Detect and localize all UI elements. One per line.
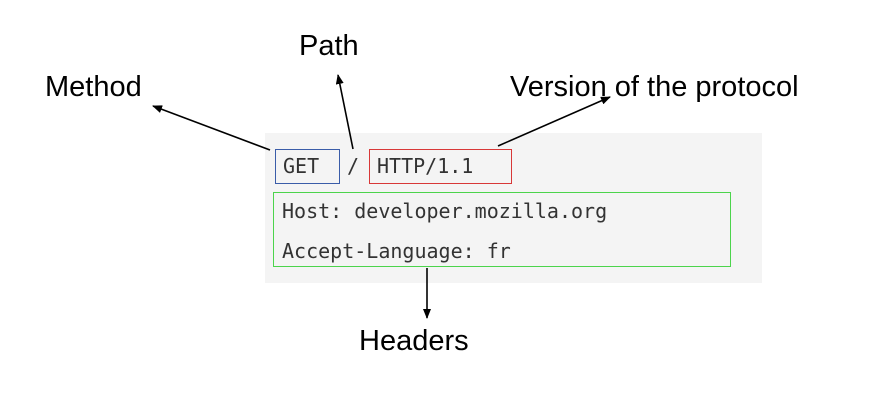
header-line-accept-language: Accept-Language: fr bbox=[282, 239, 511, 263]
version-label: Version of the protocol bbox=[510, 71, 799, 103]
request-path: / bbox=[347, 154, 360, 178]
code-panel bbox=[265, 133, 762, 283]
path-arrow bbox=[335, 74, 354, 150]
method-arrow bbox=[152, 105, 271, 151]
method-highlight-box bbox=[275, 149, 340, 184]
headers-highlight-box bbox=[273, 192, 731, 267]
request-method: GET bbox=[283, 154, 320, 178]
path-label: Path bbox=[299, 30, 359, 62]
version-highlight-box bbox=[369, 149, 512, 184]
headers-label: Headers bbox=[359, 325, 469, 357]
version-arrow bbox=[497, 96, 611, 147]
header-line-host: Host: developer.mozilla.org bbox=[282, 199, 608, 223]
request-version: HTTP/1.1 bbox=[377, 154, 474, 178]
method-label: Method bbox=[45, 71, 142, 103]
